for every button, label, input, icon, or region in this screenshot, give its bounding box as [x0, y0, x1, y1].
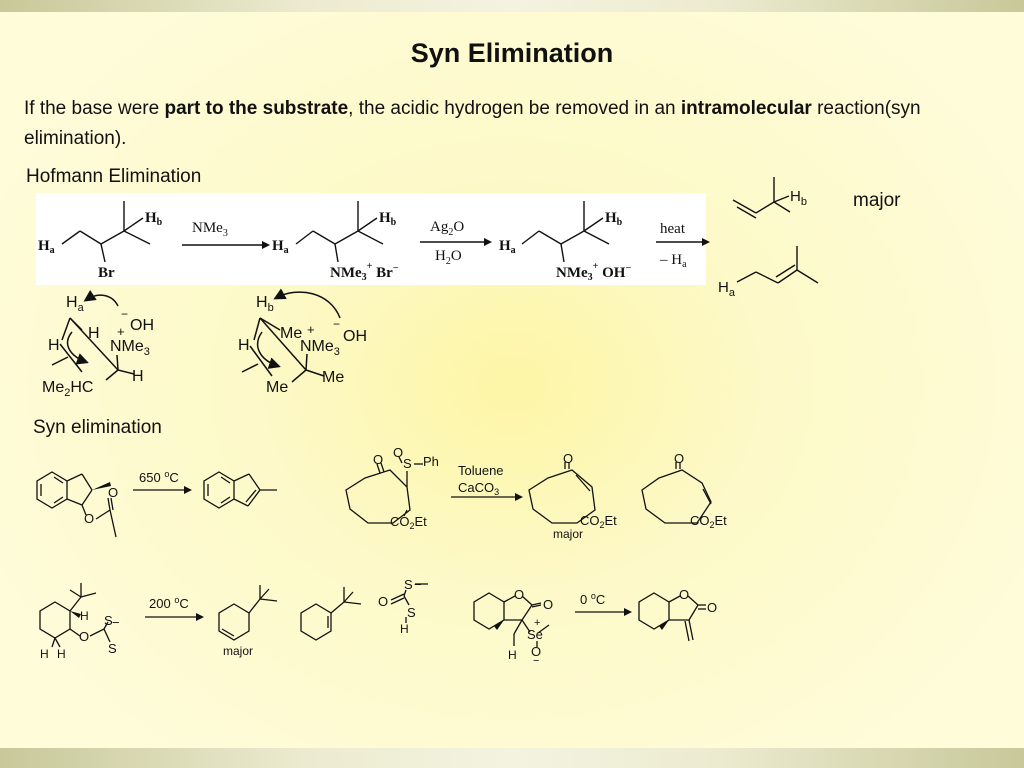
- svg-text:−: −: [121, 307, 128, 321]
- top-band: [0, 0, 1024, 12]
- svg-text:Hb: Hb: [256, 294, 274, 314]
- svg-text:CO2Et: CO2Et: [580, 513, 617, 530]
- svg-text:Me2HC: Me2HC: [42, 379, 93, 399]
- svg-text:H: H: [508, 648, 517, 662]
- svg-text:0 oC: 0 oC: [580, 591, 605, 607]
- svg-text:H2O: H2O: [435, 248, 462, 267]
- svg-text:O: O: [563, 451, 573, 466]
- svg-text:Ha: Ha: [272, 238, 289, 256]
- svg-text:CO2Et: CO2Et: [690, 513, 727, 530]
- svg-text:Ha: Ha: [718, 279, 736, 299]
- svg-text:Hb: Hb: [145, 210, 163, 228]
- bold-phrase-intramolecular: intramolecular: [680, 98, 812, 119]
- svg-text:+: +: [117, 324, 125, 339]
- svg-text:S: S: [407, 605, 416, 620]
- svg-text:S: S: [404, 577, 413, 592]
- svg-text:O: O: [373, 452, 383, 467]
- svg-text:Ha: Ha: [499, 238, 516, 256]
- svg-text:H: H: [400, 622, 409, 636]
- svg-text:O: O: [679, 587, 689, 602]
- svg-text:O: O: [674, 451, 684, 466]
- svg-text:Hb: Hb: [790, 188, 807, 208]
- svg-text:O: O: [84, 511, 94, 526]
- svg-text:H: H: [80, 609, 89, 623]
- svg-text:+: +: [534, 617, 540, 629]
- svg-text:OH: OH: [343, 328, 367, 345]
- svg-text:O: O: [531, 644, 541, 659]
- major-label: major: [853, 190, 901, 211]
- svg-text:O: O: [378, 594, 388, 609]
- slide-title: Syn Elimination: [410, 38, 614, 68]
- svg-text:Hb: Hb: [379, 210, 397, 228]
- svg-text:Ag2O: Ag2O: [430, 219, 464, 238]
- intro-text: If the base were part to the substrate, …: [24, 98, 921, 149]
- hofmann-scheme-box: [36, 193, 706, 285]
- svg-text:Me: Me: [266, 379, 288, 396]
- svg-text:– Ha: – Ha: [659, 252, 687, 270]
- syn-elimination-label: Syn elimination: [33, 417, 162, 438]
- bottom-band: [0, 748, 1024, 768]
- svg-text:Toluene: Toluene: [458, 463, 504, 478]
- svg-text:H: H: [48, 337, 60, 354]
- svg-text:−: −: [333, 317, 340, 331]
- svg-text:O: O: [707, 600, 717, 615]
- svg-text:OH: OH: [130, 317, 154, 334]
- svg-text:CaCO3: CaCO3: [458, 480, 499, 497]
- svg-text:O: O: [543, 597, 553, 612]
- svg-text:heat: heat: [660, 221, 686, 237]
- svg-text:major: major: [223, 644, 253, 658]
- svg-text:Br: Br: [98, 265, 115, 281]
- svg-text:Ha: Ha: [38, 238, 55, 256]
- svg-text:H: H: [57, 647, 66, 661]
- svg-text:O: O: [108, 485, 118, 500]
- svg-text:O: O: [393, 445, 403, 460]
- svg-text:NMe3+ Br−: NMe3+ Br−: [330, 261, 399, 283]
- svg-text:NMe3+ OH−: NMe3+ OH−: [556, 261, 631, 283]
- hofmann-label: Hofmann Elimination: [26, 166, 202, 187]
- svg-text:H: H: [238, 337, 250, 354]
- svg-text:S: S: [104, 613, 113, 628]
- svg-text:H: H: [132, 368, 144, 385]
- svg-text:NMe3: NMe3: [110, 338, 150, 358]
- svg-text:H: H: [88, 325, 100, 342]
- svg-text:S: S: [403, 456, 412, 471]
- svg-text:O: O: [79, 629, 89, 644]
- svg-text:−: −: [112, 615, 120, 630]
- svg-text:−: −: [414, 577, 422, 592]
- svg-text:CO2Et: CO2Et: [390, 514, 427, 531]
- svg-text:major: major: [553, 527, 583, 541]
- svg-text:650 oC: 650 oC: [139, 469, 179, 485]
- svg-text:O: O: [514, 587, 524, 602]
- svg-text:Se: Se: [527, 627, 543, 642]
- svg-text:+: +: [307, 322, 315, 337]
- svg-text:Me: Me: [280, 325, 302, 342]
- svg-text:−: −: [533, 655, 539, 667]
- svg-text:Ph: Ph: [423, 454, 439, 469]
- bold-phrase-substrate: part to the substrate: [164, 98, 349, 119]
- svg-text:200 oC: 200 oC: [149, 595, 189, 611]
- svg-text:Hb: Hb: [605, 210, 623, 228]
- svg-text:H: H: [40, 647, 49, 661]
- svg-text:S: S: [108, 641, 117, 656]
- svg-text:Me: Me: [322, 369, 344, 386]
- svg-text:Ha: Ha: [66, 294, 85, 314]
- svg-text:NMe3: NMe3: [300, 338, 340, 358]
- svg-text:NMe3: NMe3: [192, 220, 228, 239]
